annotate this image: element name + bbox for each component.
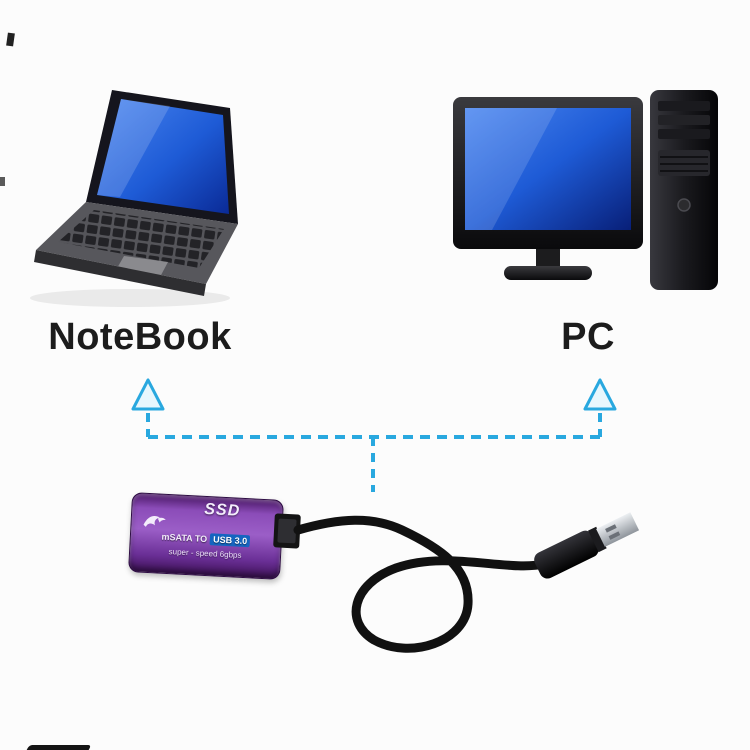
tower-vent (658, 150, 710, 176)
usb3-badge: USB 3.0 (209, 533, 251, 548)
tower-drive-bay (658, 129, 710, 139)
scan-artifact (26, 745, 92, 750)
usb-plug-body (534, 530, 599, 579)
pc-tower (650, 90, 718, 290)
up-arrow-right-icon (583, 378, 617, 411)
usb-cable (293, 515, 550, 653)
notebook-label: NoteBook (48, 316, 232, 358)
adapter-model-prefix: mSATA TO (161, 531, 208, 545)
usb-plug-metal (596, 512, 640, 547)
laptop-front-edge (34, 250, 206, 296)
laptop-keyboard (58, 210, 224, 268)
adapter-brand-label: SSD (203, 500, 241, 520)
tower-drive-bay (658, 101, 710, 111)
usb-plug-slot (605, 524, 617, 533)
usb-plug (534, 512, 640, 579)
up-arrow-left-icon (131, 378, 165, 411)
bird-logo-icon (141, 510, 168, 536)
monitor-base (504, 266, 592, 280)
laptop-shadow (30, 289, 230, 307)
dashed-connectors (131, 378, 617, 492)
monitor-neck (536, 249, 560, 268)
pc-label: PC (561, 316, 615, 358)
scan-artifact (0, 177, 5, 186)
laptop-illustration (30, 90, 238, 307)
monitor-screen (465, 108, 631, 230)
usb-plug-slot (608, 531, 621, 540)
monitor-screen-glare (465, 108, 557, 230)
desktop-pc-illustration (453, 90, 718, 290)
laptop-screen (97, 99, 229, 214)
laptop-deck (36, 202, 238, 284)
usb-plug-collar (588, 526, 607, 553)
scan-artifact (6, 32, 15, 47)
laptop-screen-bezel (86, 90, 238, 224)
laptop-screen-glare (97, 99, 170, 197)
msata-usb-adapter: SSD mSATA TO USB 3.0 super - speed 6gbps (128, 492, 284, 580)
monitor-bezel (453, 97, 643, 249)
usb-cable-assembly (273, 512, 640, 653)
tower-drive-bay (658, 115, 710, 125)
laptop-trackpad (116, 256, 168, 277)
tower-power-button (677, 198, 691, 212)
